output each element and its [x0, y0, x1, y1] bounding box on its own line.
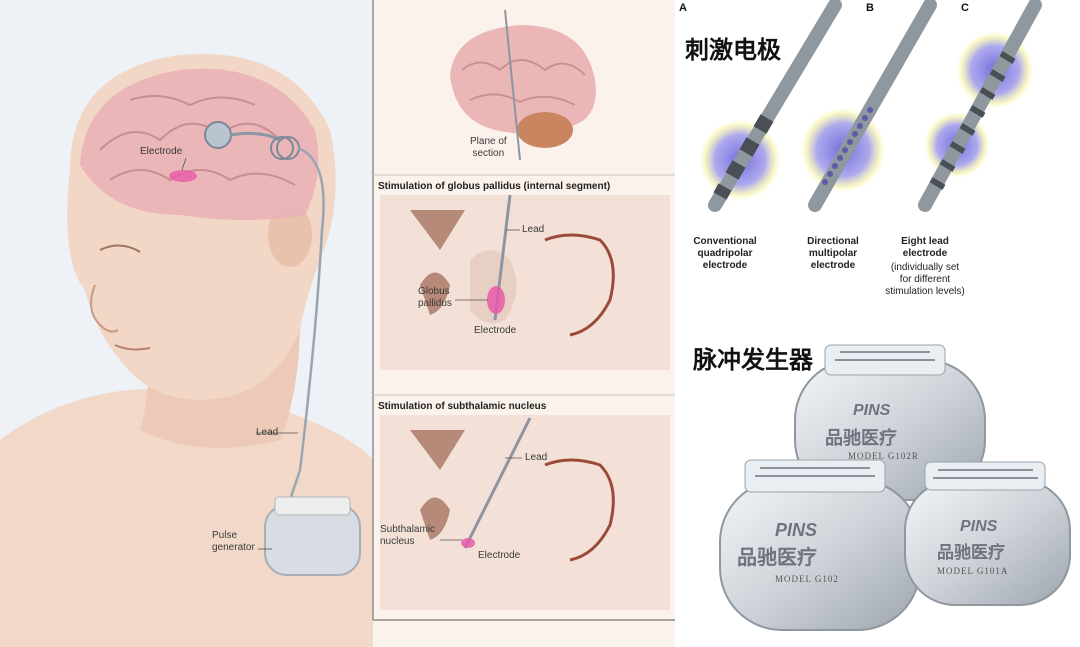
device-g102	[719, 459, 921, 631]
small-brain-shape	[450, 25, 596, 134]
electrode-b-letter: B	[866, 2, 874, 14]
stn-lead-label: Lead	[525, 452, 548, 463]
globus-pallidus-label: Globus pallidus	[418, 286, 452, 309]
electrode-a-caption: Conventional quadripolar electrode	[693, 236, 757, 271]
lead-label: Lead	[256, 427, 279, 438]
stn-electrode-label: Electrode	[478, 550, 521, 561]
head-illustration-svg	[0, 0, 675, 647]
device-drawings	[698, 0, 1071, 631]
gp-electrode-label: Electrode	[474, 325, 517, 336]
plane-of-section-label: Plane of section	[470, 136, 507, 159]
electrode-a-letter: A	[679, 2, 687, 14]
device-g101a-brand: PINS	[960, 518, 998, 535]
stimulation-electrode-title: 刺激电极	[685, 35, 781, 64]
pulse-generator-title: 脉冲发生器	[693, 345, 813, 374]
dbs-illustration: Electrode Lead Pulse generator Plane of …	[0, 0, 675, 647]
brain-shape	[80, 68, 319, 220]
gp-electrode-target	[487, 286, 505, 314]
gp-lead-label: Lead	[522, 224, 545, 235]
electrode-c-caption-extra: (individually set for different stimulat…	[885, 262, 965, 297]
lead-wire	[283, 146, 325, 516]
device-g102r-brand-cn: 品驰医疗	[825, 428, 897, 448]
device-g101a	[904, 461, 1071, 606]
electrode-b	[808, 0, 937, 212]
burr-hole-cap	[204, 121, 232, 149]
stn-lead	[463, 417, 532, 549]
gp-section-title: Stimulation of globus pallidus (internal…	[378, 181, 611, 192]
device-panel: A B C 刺激电极 脉冲发生器 Conventional quadripola…	[675, 0, 1080, 647]
device-g102r-model: MODEL G102R	[848, 451, 919, 461]
stn-electrode-target	[461, 538, 475, 548]
device-g102-brand-cn: 品驰医疗	[737, 547, 817, 569]
electrode-label: Electrode	[140, 146, 183, 157]
electrode-target	[169, 170, 197, 182]
electrode-c-letter: C	[961, 2, 969, 14]
device-g101a-brand-cn: 品驰医疗	[937, 543, 1005, 562]
subthalamic-nucleus-label: Subthalamic nucleus	[380, 524, 436, 547]
device-g102-model: MODEL G102	[775, 574, 839, 584]
brain-folds	[99, 95, 296, 186]
torso-shape	[0, 388, 380, 647]
pulse-generator-label: Pulse generator	[212, 530, 255, 553]
device-g101a-model: MODEL G101A	[937, 566, 1009, 576]
device-g102r-brand: PINS	[853, 402, 891, 419]
cerebellum-shape	[517, 112, 573, 148]
ear-shape	[268, 203, 312, 267]
electrode-c	[918, 0, 1042, 212]
electrode-c-caption: Eight lead electrode	[901, 236, 949, 259]
electrode-b-contacts	[822, 107, 873, 185]
electrode-b-caption: Directional multipolar electrode	[807, 236, 859, 271]
stn-section-title: Stimulation of subthalamic nucleus	[378, 401, 547, 412]
plane-line	[504, 9, 521, 161]
electrode-c-contacts	[929, 51, 1016, 190]
device-g102-brand: PINS	[775, 520, 818, 540]
